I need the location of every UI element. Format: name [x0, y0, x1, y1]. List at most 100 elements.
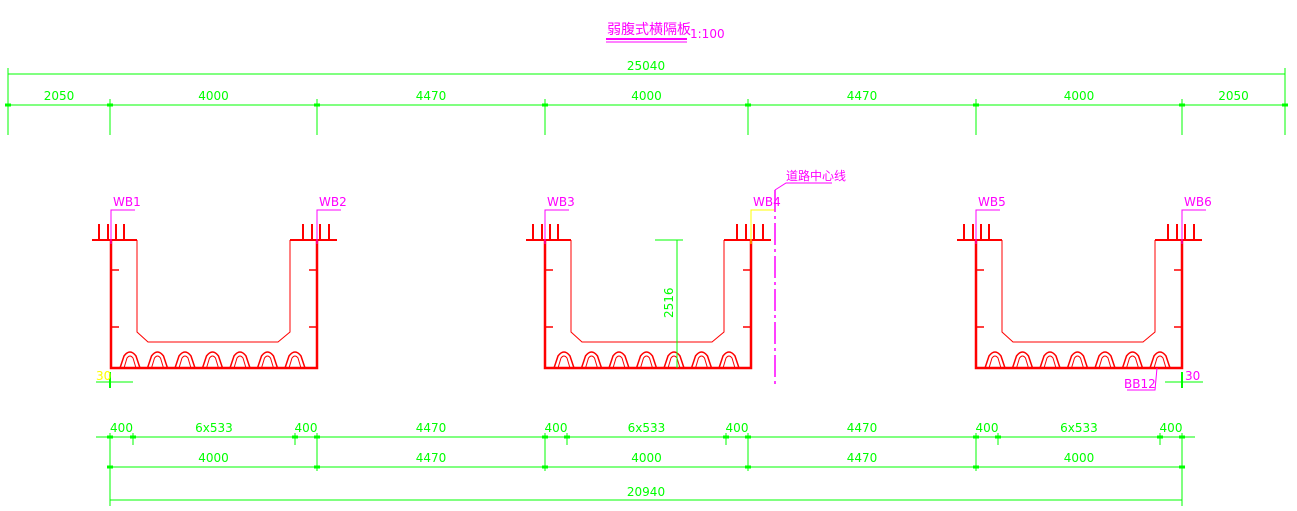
- box-girder-section: [92, 224, 337, 370]
- dimension-arrow: [723, 435, 729, 439]
- dimension-arrow: [564, 435, 570, 439]
- u-rib: [1039, 351, 1061, 369]
- dimension-arrow: [292, 435, 298, 439]
- dimension-arrow: [5, 103, 11, 107]
- u-rib: [553, 351, 575, 369]
- u-rib: [1011, 351, 1034, 369]
- bb12-leader: [1127, 367, 1158, 391]
- leader-line: [110, 209, 135, 244]
- top-dim-label: 2050: [44, 89, 75, 103]
- top-dim-label: 2050: [1218, 89, 1249, 103]
- dimension-arrow: [542, 103, 548, 107]
- u-rib: [1066, 351, 1089, 369]
- centerline-label: 道路中心线: [786, 168, 846, 183]
- u-rib-inner: [1016, 355, 1029, 369]
- beam-label: WB4: [753, 195, 781, 209]
- outer-web: [109, 240, 319, 370]
- u-rib-inner: [1071, 355, 1084, 369]
- dimension-arrow: [314, 103, 320, 107]
- u-rib-inner: [640, 355, 653, 369]
- u-rib: [984, 351, 1006, 369]
- bottom-dim-row1-label: 400: [976, 421, 999, 435]
- u-rib-inner: [612, 355, 626, 369]
- u-rib-inner: [206, 355, 219, 369]
- outer-web: [974, 240, 1184, 370]
- leader-line: [750, 209, 775, 244]
- u-rib-inner: [1043, 355, 1057, 369]
- dimension-arrow: [130, 435, 136, 439]
- u-rib-inner: [667, 355, 681, 369]
- box-girder-section: [526, 224, 771, 370]
- top-dim-label: 4470: [847, 89, 878, 103]
- u-rib: [256, 351, 279, 369]
- drawing-title: 弱腹式横隔板 1:100: [606, 21, 725, 43]
- dimension-arrow: [1157, 435, 1163, 439]
- u-rib: [174, 351, 196, 369]
- bottom-dim-row2-label: 4470: [416, 451, 447, 465]
- u-rib-inner: [557, 355, 571, 369]
- outer-web: [543, 240, 753, 370]
- beam-label: WB5: [978, 195, 1006, 209]
- bottom-dim-row1-label: 400: [110, 421, 133, 435]
- u-rib-inner: [722, 355, 736, 369]
- inner-diaphragm-outline: [1001, 240, 1156, 343]
- dimension-arrow: [314, 465, 320, 469]
- dimension-arrow: [1179, 103, 1185, 107]
- centerline-leader: [774, 182, 832, 191]
- u-rib: [663, 351, 685, 369]
- u-rib: [1121, 351, 1144, 369]
- top-dim-label: 4000: [631, 89, 662, 103]
- u-rib-inner: [988, 355, 1002, 369]
- bottom-dim-row1-label: 400: [1160, 421, 1183, 435]
- dimension-arrow: [973, 103, 979, 107]
- bottom-dim-row1-label: 4470: [847, 421, 878, 435]
- dimension-arrow: [107, 103, 113, 107]
- bottom-dim-row1-label: 400: [295, 421, 318, 435]
- u-rib: [1149, 351, 1171, 369]
- top-dim-label: 4000: [1064, 89, 1095, 103]
- leader-line: [1181, 209, 1206, 244]
- bottom-total-label: 20940: [627, 485, 665, 499]
- u-rib: [284, 351, 306, 369]
- dimension-arrow: [745, 465, 751, 469]
- u-rib: [146, 351, 169, 369]
- beam-label: WB2: [319, 195, 347, 209]
- bottom-dim-row1-label: 6x533: [628, 421, 666, 435]
- bottom-dim-row1-label: 6x533: [195, 421, 233, 435]
- u-rib-inner: [178, 355, 192, 369]
- u-rib: [718, 351, 740, 369]
- dimension-arrow: [995, 435, 1001, 439]
- bottom-dim-row1-label: 400: [726, 421, 749, 435]
- u-rib-inner: [1098, 355, 1112, 369]
- u-rib: [229, 351, 251, 369]
- u-rib-inner: [261, 355, 274, 369]
- dimension-arrow: [973, 465, 979, 469]
- u-rib-inner: [151, 355, 164, 369]
- box-girders: [92, 224, 1202, 370]
- title-text: 弱腹式横隔板: [607, 21, 691, 38]
- bottom-dim-row1-label: 400: [545, 421, 568, 435]
- dimension-arrow: [1282, 103, 1288, 107]
- beam-label: WB3: [547, 195, 575, 209]
- u-rib: [119, 351, 141, 369]
- u-rib: [690, 351, 713, 369]
- u-rib-inner: [123, 355, 137, 369]
- offset-left-label: 30: [96, 369, 111, 383]
- u-rib-inner: [1153, 355, 1167, 369]
- u-rib: [580, 351, 603, 369]
- bottom-dim-row2-label: 4000: [1064, 451, 1095, 465]
- inner-diaphragm-outline: [570, 240, 725, 343]
- u-rib: [635, 351, 658, 369]
- leader-line: [975, 209, 1000, 244]
- bottom-plate-label: BB12: [1124, 377, 1156, 391]
- leader-line: [544, 209, 569, 244]
- u-rib: [1094, 351, 1116, 369]
- top-dim-label: 4000: [198, 89, 229, 103]
- bottom-dim-row2-label: 4000: [198, 451, 229, 465]
- top-dim-label: 4470: [416, 89, 447, 103]
- u-rib: [201, 351, 224, 369]
- leader-line: [316, 209, 341, 244]
